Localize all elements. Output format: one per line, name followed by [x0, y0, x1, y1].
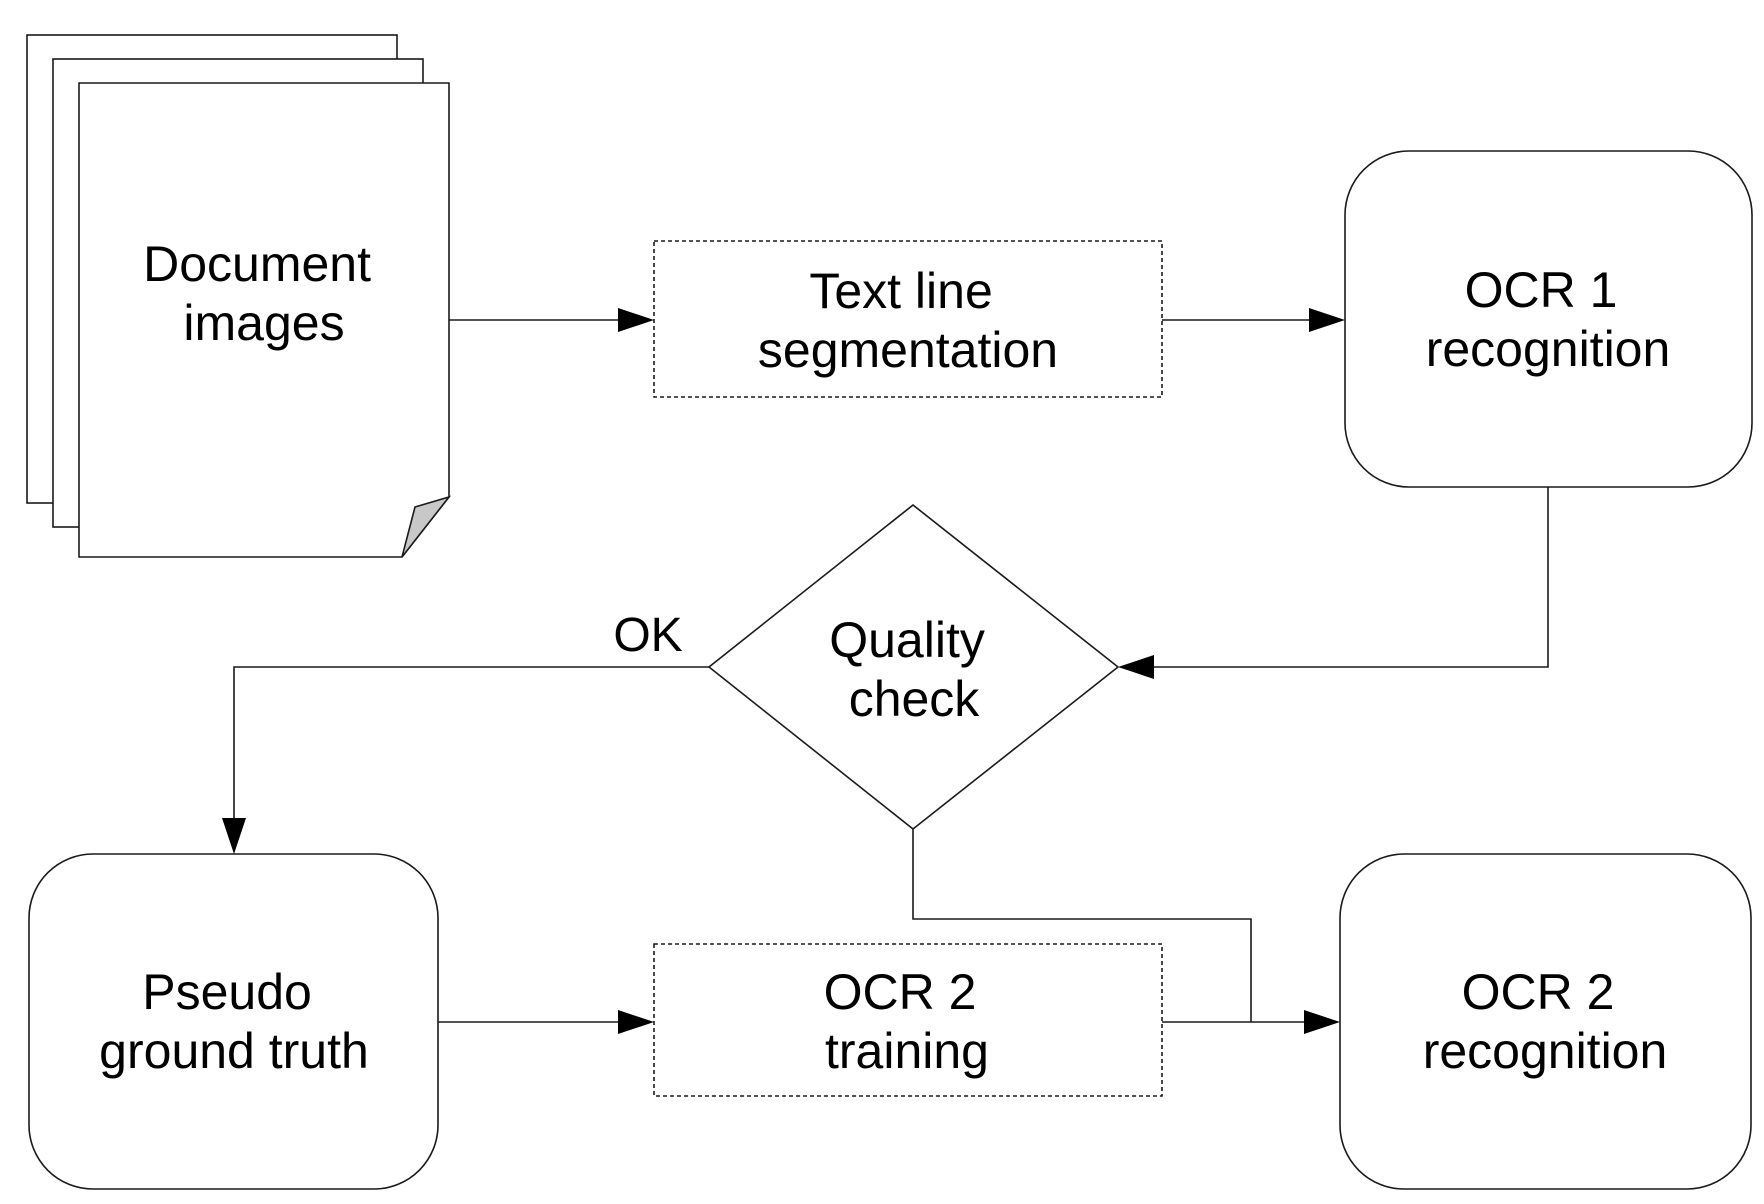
ocr2-training-line-2: training: [825, 1023, 989, 1079]
ocr2-recognition-box: [1339, 853, 1752, 1190]
pseudo-ground-truth-box: [28, 853, 439, 1190]
edge-ocr2-training-to-ocr2-recognition: [1162, 1010, 1340, 1034]
svg-text:Text line segmentation: Text line segmentation: [758, 263, 1058, 378]
document-images-line-2: images: [183, 295, 344, 351]
quality-check-node: Quality check: [707, 503, 1120, 831]
ocr2-recognition-line-2: recognition: [1423, 1023, 1668, 1079]
ocr1-recognition-box: [1344, 150, 1753, 488]
pseudo-ground-truth-node: Pseudo ground truth: [28, 853, 439, 1190]
page-fold-corner: [401, 495, 452, 558]
ocr1-recognition-line-1: OCR 1: [1465, 262, 1618, 318]
arrowhead-icon: [222, 818, 246, 854]
svg-text:OCR 1 recognition: OCR 1 recognition: [1426, 262, 1671, 377]
edge-quality-check-to-ocr2-recognition: [912, 829, 1252, 1022]
edge-segmentation-to-ocr1: [1162, 308, 1345, 332]
arrowhead-icon: [1304, 1010, 1340, 1034]
svg-text:Quality check: Quality check: [829, 612, 999, 727]
text-line-segmentation-line-1: Text line: [809, 263, 992, 319]
edge-quality-check-to-pseudo-gt: OK: [222, 609, 709, 854]
quality-check-line-1: Quality: [829, 612, 985, 668]
svg-text:Pseudo ground truth: Pseudo ground truth: [99, 964, 369, 1079]
document-images-node: Document images: [26, 34, 452, 558]
arrowhead-icon: [618, 308, 654, 332]
pseudo-ground-truth-line-2: ground truth: [99, 1023, 369, 1079]
edge-pseudo-gt-to-ocr2-training: [438, 1010, 654, 1034]
ok-label: OK: [613, 609, 682, 662]
edge-line: [233, 666, 709, 820]
svg-text:OCR 2 recognition: OCR 2 recognition: [1423, 964, 1668, 1079]
ocr1-recognition-line-2: recognition: [1426, 321, 1671, 377]
svg-text:Document images: Document images: [143, 236, 385, 351]
ocr2-training-box: [653, 943, 1163, 1097]
arrowhead-icon: [1118, 655, 1154, 679]
document-images-line-1: Document: [143, 236, 371, 292]
ocr2-training-node: OCR 2 training: [653, 943, 1163, 1097]
arrowhead-icon: [1309, 308, 1345, 332]
edge-line: [1152, 487, 1549, 668]
edge-documents-to-segmentation: [449, 308, 654, 332]
ocr1-recognition-node: OCR 1 recognition: [1344, 150, 1753, 488]
text-line-segmentation-line-2: segmentation: [758, 322, 1058, 378]
ocr2-recognition-node: OCR 2 recognition: [1339, 853, 1752, 1190]
text-line-segmentation-box: [653, 240, 1163, 398]
ocr2-recognition-line-1: OCR 2: [1462, 964, 1615, 1020]
svg-text:OCR 2 training: OCR 2 training: [824, 964, 991, 1079]
edge-line: [912, 829, 1252, 1022]
pseudo-ground-truth-line-1: Pseudo: [142, 964, 312, 1020]
text-line-segmentation-node: Text line segmentation: [653, 240, 1163, 398]
quality-check-line-2: check: [849, 671, 981, 727]
edge-ocr1-to-quality-check: [1118, 487, 1549, 679]
ocr2-training-line-1: OCR 2: [824, 964, 977, 1020]
arrowhead-icon: [618, 1010, 654, 1034]
